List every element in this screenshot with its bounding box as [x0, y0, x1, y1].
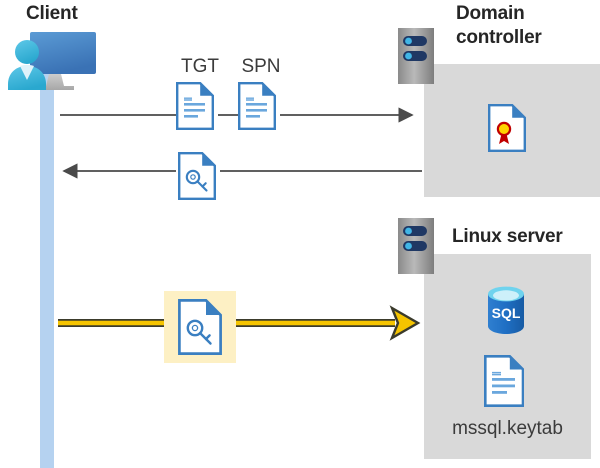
sql-icon-text: SQL — [492, 305, 521, 321]
document-icon-keytab — [484, 355, 525, 407]
linux-server-title: Linux server — [452, 226, 563, 247]
document-key-icon-session-key — [178, 299, 222, 355]
server-rack-icon-linux-server — [398, 218, 434, 274]
spn-label: SPN — [241, 56, 281, 77]
domain-controller-title-line2: controller — [456, 27, 542, 48]
client-lifeline — [40, 74, 54, 468]
keytab-file-label: mssql.keytab — [452, 418, 563, 439]
server-rack-icon-domain-controller — [398, 28, 434, 84]
client-title: Client — [26, 3, 78, 24]
domain-controller-title: Domain controller — [456, 2, 596, 50]
sql-database-icon: SQL — [482, 285, 530, 335]
document-icon-spn — [238, 82, 276, 130]
domain-controller-title-line1: Domain — [456, 3, 525, 24]
user-computer-icon — [6, 26, 98, 98]
document-certificate-icon — [488, 104, 526, 152]
tgt-label: TGT — [181, 56, 219, 77]
document-icon-tgt — [176, 82, 214, 130]
document-key-icon-service-ticket — [178, 152, 216, 200]
